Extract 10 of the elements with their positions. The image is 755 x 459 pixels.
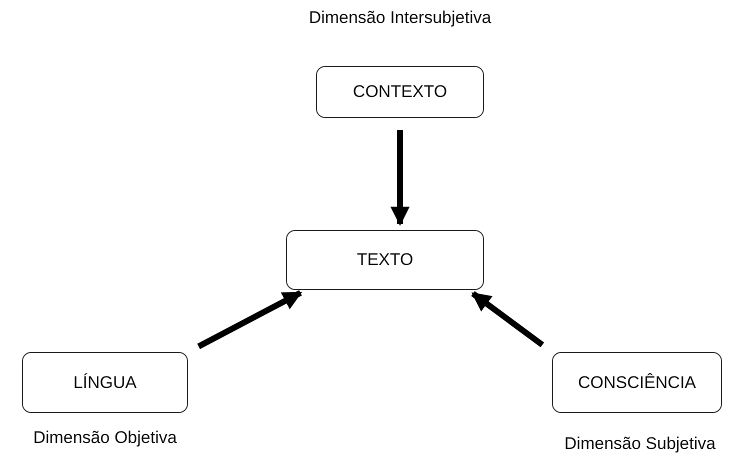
arrow	[197, 290, 302, 350]
process-box: CONSCIÊNCIA	[552, 352, 722, 413]
dimension-caption: Dimensão Objetiva	[33, 428, 177, 448]
process-box: CONTEXTO	[316, 66, 484, 118]
arrow	[471, 291, 544, 348]
process-box: TEXTO	[286, 230, 484, 290]
process-box: LÍNGUA	[22, 352, 188, 413]
dimension-caption: Dimensão Subjetiva	[564, 434, 716, 454]
arrow	[390, 130, 410, 226]
dimension-caption: Dimensão Intersubjetiva	[308, 8, 492, 28]
